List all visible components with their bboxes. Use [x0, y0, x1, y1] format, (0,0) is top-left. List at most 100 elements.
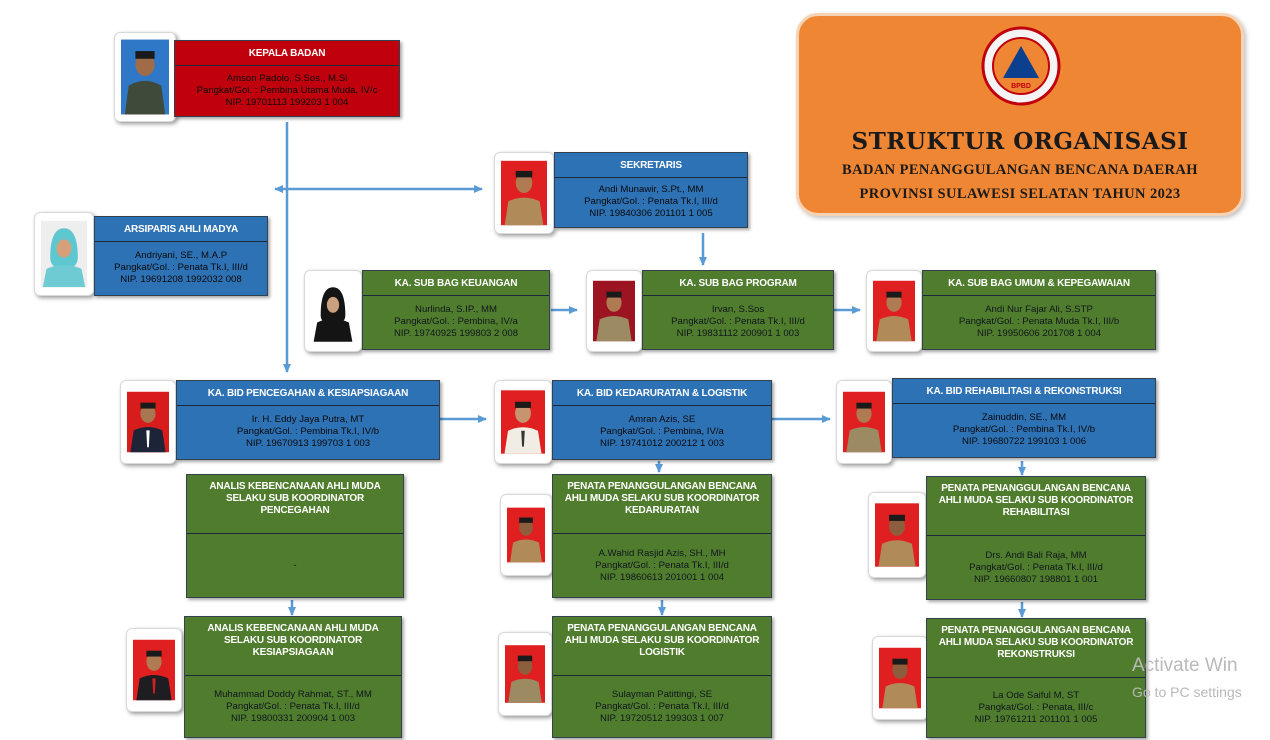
person-rank: Pangkat/Gol. : Penata Muda Tk.I, III/b: [958, 316, 1120, 327]
photo-bid-kedaruratan: [494, 380, 552, 464]
card-header: ARSIPARIS AHLI MADYA: [95, 217, 267, 242]
person-rank: Pangkat/Gol. : Penata Tk.I, III/d: [969, 561, 1103, 573]
person-rank: Pangkat/Gol. : Pembina, IV/a: [394, 316, 518, 327]
card-header: KA. BID REHABILITASI & REKONSTRUKSI: [893, 379, 1155, 404]
person-nip: NIP. 19840306 201101 1 005: [589, 208, 713, 219]
person-rank: Pangkat/Gol. : Pembina, IV/a: [600, 426, 724, 437]
person-rank: Pangkat/Gol. : Penata Tk.I, III/d: [114, 262, 248, 273]
person-nip: NIP. 19740925 199803 2 008: [393, 328, 519, 339]
card-header-line2: AHLI MUDA SELAKU SUB KOORDINATOR: [938, 495, 1134, 506]
card-sekretaris: SEKRETARIS Andi Munawir, S.Pt., MM Pangk…: [554, 152, 748, 228]
person-rank: Pangkat/Gol. : Penata Tk.I, III/d: [595, 700, 729, 712]
person-name: A.Wahid Rasjid Azis, SH., MH: [598, 547, 726, 559]
card-header-line2: AHLI MUDA SELAKU SUB KOORDINATOR: [564, 493, 760, 504]
person-icon: [843, 391, 885, 453]
card-header-line2: AHLI MUDA SELAKU SUB KOORDINATOR: [938, 637, 1134, 648]
person-icon: [873, 280, 915, 342]
photo-penata-rekonstruksi: [872, 636, 928, 720]
person-name: La Ode Saiful M, ST: [992, 689, 1080, 701]
person-icon: [127, 391, 169, 453]
card-header-line1: PENATA PENANGGULANGAN BENCANA: [941, 625, 1131, 636]
person-nip: NIP. 19860613 201001 1 004: [599, 571, 725, 583]
person-rank: Pangkat/Gol. : Pembina Tk.I, IV/b: [952, 424, 1096, 435]
photo-arsiparis: [34, 212, 94, 296]
person-name: Andi Munawir, S.Pt., MM: [598, 184, 704, 195]
card-header: KA. SUB BAG KEUANGAN: [363, 271, 549, 296]
card-header: KA. BID PENCEGAHAN & KESIAPSIAGAAN: [177, 381, 439, 406]
card-header: KEPALA BADAN: [175, 41, 399, 66]
person-rank: Pangkat/Gol. : Penata Tk.I, III/d: [671, 316, 805, 327]
card-penata-rehabilitasi: PENATA PENANGGULANGAN BENCANA AHLI MUDA …: [926, 476, 1146, 600]
card-header-line2: SELAKU SUB KOORDINATOR: [225, 493, 364, 504]
card-header-line1: ANALIS KEBENCANAAN AHLI MUDA: [209, 481, 381, 492]
person-nip: NIP. 19761211 201101 1 005: [974, 713, 1098, 725]
card-arsiparis: ARSIPARIS AHLI MADYA Andriyani, SE., M.A…: [94, 216, 268, 296]
title-sub-2: PROVINSI SULAWESI SELATAN TAHUN 2023: [859, 186, 1181, 202]
card-analis-pencegahan: ANALIS KEBENCANAAN AHLI MUDA SELAKU SUB …: [186, 474, 404, 598]
person-icon: [311, 280, 355, 342]
person-icon: [121, 39, 169, 115]
title-main: STRUKTUR ORGANISASI: [851, 128, 1189, 155]
card-penata-logistik: PENATA PENANGGULANGAN BENCANA AHLI MUDA …: [552, 616, 772, 738]
title-banner: BPBD STRUKTUR ORGANISASI BADAN PENANGGUL…: [796, 13, 1244, 216]
person-nip: NIP. 19660807 198801 1 001: [973, 573, 1099, 585]
photo-sekretaris: [494, 152, 554, 234]
title-sub-1: BADAN PENANGGULANGAN BENCANA DAERAH: [842, 162, 1198, 178]
person-rank: Pangkat/Gol. : Pembina Utama Muda, IV/c: [196, 84, 378, 96]
person-nip: NIP. 19680722 199103 1 006: [961, 436, 1087, 447]
person-name: Amson Padolo, S.Sos., M.Si: [226, 72, 348, 84]
person-nip: NIP. 19831112 200901 1 003: [676, 328, 800, 339]
bpbd-logo-icon: BPBD: [981, 26, 1061, 106]
person-icon: [501, 390, 545, 454]
photo-bid-rehabilitasi: [836, 380, 892, 464]
person-nip: NIP. 19670913 199703 1 003: [245, 438, 371, 449]
person-icon: [505, 645, 545, 703]
person-nip: NIP. 19741012 200212 1 003: [599, 438, 725, 449]
person-nip: NIP. 19800331 200904 1 003: [230, 712, 356, 724]
photo-penata-logistik: [498, 632, 552, 716]
person-nip: NIP. 19691208 1992032 008: [120, 274, 242, 285]
person-icon: [41, 220, 87, 288]
person-name: -: [293, 559, 297, 571]
person-icon: [593, 280, 635, 342]
person-icon: [875, 503, 919, 567]
photo-analis-kesiapsiagaan: [126, 628, 182, 712]
card-header-line1: PENATA PENANGGULANGAN BENCANA: [941, 483, 1131, 494]
person-rank: Pangkat/Gol. : Penata Tk.I, III/d: [226, 700, 360, 712]
person-name: Zainuddin, SE., MM: [981, 412, 1067, 423]
card-header: KA. SUB BAG PROGRAM: [643, 271, 833, 296]
person-rank: Pangkat/Gol. : Penata Tk.I, III/d: [595, 559, 729, 571]
card-bid-rehabilitasi: KA. BID REHABILITASI & REKONSTRUKSI Zain…: [892, 378, 1156, 458]
photo-umum: [866, 270, 922, 352]
card-header: SEKRETARIS: [555, 153, 747, 178]
person-icon: [879, 647, 921, 709]
svg-text:BPBD: BPBD: [1011, 83, 1031, 90]
person-name: Andi Nur Fajar Ali, S.STP: [985, 304, 1093, 315]
card-header-line2: AHLI MUDA SELAKU SUB KOORDINATOR: [564, 635, 760, 646]
card-header-line3: LOGISTIK: [639, 647, 685, 658]
person-name: Drs. Andi Bali Raja, MM: [985, 549, 1087, 561]
photo-bid-pencegahan: [120, 380, 176, 464]
photo-penata-kedaruratan: [500, 494, 552, 576]
person-icon: [501, 160, 547, 226]
card-header-line3: REKONSTRUKSI: [997, 649, 1075, 660]
card-header-line3: KEDARURATAN: [624, 505, 700, 516]
person-nip: NIP. 19720512 199303 1 007: [599, 712, 725, 724]
watermark-activate: Activate Win: [1132, 655, 1238, 676]
person-name: Muhammad Doddy Rahmat, ST., MM: [214, 688, 372, 700]
card-header-line3: KESIAPSIAGAAN: [252, 647, 334, 658]
person-nip: NIP. 19701113 199203 1 004: [225, 96, 349, 108]
person-name: Irvan, S.Sos: [711, 304, 765, 315]
person-icon: [507, 507, 545, 563]
person-nip: NIP. 19950606 201708 1 004: [976, 328, 1102, 339]
card-header-line3: REHABILITASI: [1002, 507, 1070, 518]
card-kepala-badan: KEPALA BADAN Amson Padolo, S.Sos., M.Si …: [174, 40, 400, 117]
card-header-line1: ANALIS KEBENCANAAN AHLI MUDA: [207, 623, 379, 634]
card-analis-kesiapsiagaan: ANALIS KEBENCANAAN AHLI MUDA SELAKU SUB …: [184, 616, 402, 738]
watermark-settings: Go to PC settings: [1132, 684, 1242, 700]
card-header-line3: PENCEGAHAN: [260, 505, 330, 516]
person-name: Sulayman Patittingi, SE: [611, 688, 713, 700]
card-keuangan: KA. SUB BAG KEUANGAN Nurlinda, S.IP., MM…: [362, 270, 550, 350]
card-header-line1: PENATA PENANGGULANGAN BENCANA: [567, 623, 757, 634]
